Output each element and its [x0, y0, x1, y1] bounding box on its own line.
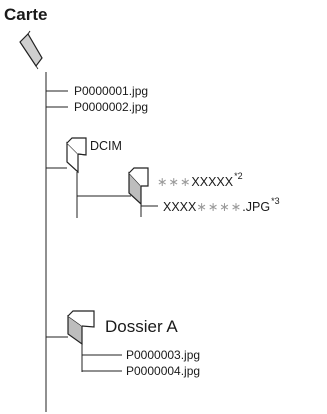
subfolder-icon	[128, 167, 149, 206]
root-file-1: P0000001.jpg	[74, 84, 149, 98]
dcim-file-name: XXXX	[163, 200, 197, 214]
dcim-file-ext: .JPG	[242, 200, 271, 214]
folder-a-icon	[67, 310, 95, 346]
dcim-folder-label: DCIM	[90, 139, 122, 153]
dcim-file-note: *3	[271, 196, 280, 206]
card-title: Carte	[4, 5, 48, 24]
sd-card-icon	[19, 30, 43, 70]
dcim-file-stars: ∗∗∗∗	[196, 200, 243, 214]
folder-a-file-1: P0000003.jpg	[126, 348, 201, 362]
dcim-folder-icon	[66, 137, 87, 174]
folder-a-file-2: P0000004.jpg	[126, 364, 201, 378]
dcim-file-label: XXXX∗∗∗∗.JPG*3	[163, 197, 280, 214]
subfolder-stars: ∗∗∗	[157, 175, 192, 189]
root-file-2: P0000002.jpg	[74, 100, 149, 114]
subfolder-name: XXXXX	[191, 175, 234, 189]
subfolder-note: *2	[234, 171, 243, 181]
subfolder-label: ∗∗∗XXXXX*2	[157, 172, 243, 189]
folder-a-label: Dossier A	[105, 317, 178, 336]
